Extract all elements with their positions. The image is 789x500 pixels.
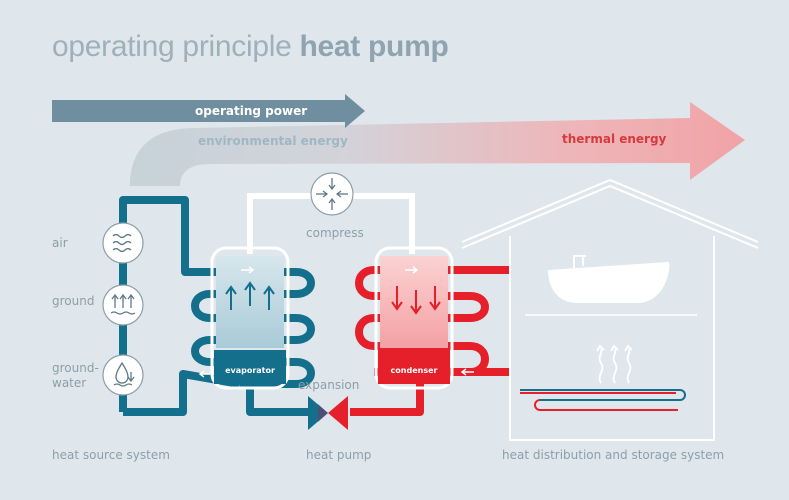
groundwater-drop-icon: [102, 354, 144, 396]
title-bold: heat pump: [299, 30, 449, 63]
energy-flow-arrow: [130, 102, 745, 186]
evaporator-label: evaporator: [225, 366, 275, 375]
air-waves-icon: [102, 222, 144, 264]
condenser-label: condenser: [390, 366, 438, 375]
groundwater-label-2: water: [52, 376, 87, 390]
ground-arrows-icon: [102, 284, 144, 326]
page-title: operating principle heat pump: [52, 30, 449, 64]
compressor-icon: [310, 172, 354, 216]
compress-label: compress: [306, 226, 364, 240]
evaporator: [210, 246, 290, 390]
house: [461, 178, 759, 441]
heat-distribution-label: heat distribution and storage system: [502, 448, 725, 462]
condenser: [374, 246, 454, 390]
thermal-energy-label: thermal energy: [562, 132, 667, 146]
flow-arrows: [198, 368, 474, 378]
air-label: air: [52, 236, 68, 250]
groundwater-label-1: ground-: [52, 361, 99, 375]
environmental-energy-label: environmental energy: [198, 134, 348, 148]
expansion-label: expansion: [298, 378, 360, 392]
expansion-valve: [308, 396, 348, 430]
heat-pump-label: heat pump: [306, 448, 372, 462]
floor-heating-steam-icon: [596, 344, 633, 384]
heat-source-system-label: heat source system: [52, 448, 170, 462]
ground-label: ground: [52, 294, 95, 308]
bathtub-icon: [548, 255, 670, 303]
title-light: operating principle: [52, 30, 300, 63]
operating-power-label: operating power: [195, 104, 308, 118]
floor-heating-coil: [520, 389, 686, 411]
operating-power-arrow: [52, 94, 365, 128]
